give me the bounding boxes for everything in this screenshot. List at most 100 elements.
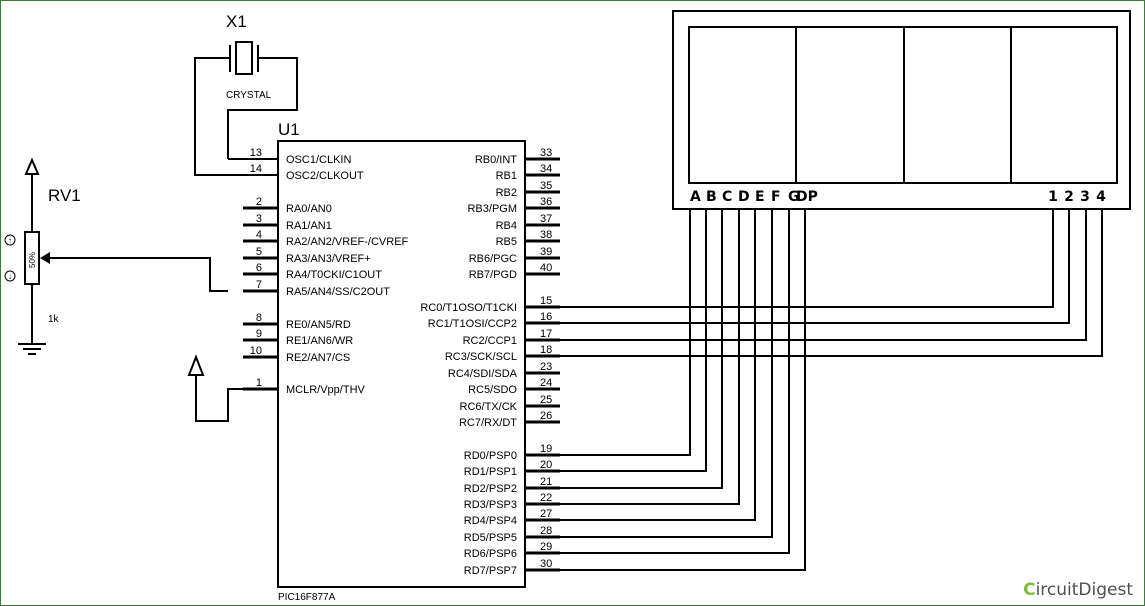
pin-label: RC4/SDI/SDA bbox=[448, 368, 518, 380]
pin-label: RA0/AN0 bbox=[286, 203, 332, 215]
segment-label: C bbox=[722, 189, 732, 205]
mcu-left-pins: 13OSC1/CLKIN14OSC2/CLKOUT2RA0/AN03RA1/AN… bbox=[228, 147, 409, 396]
mcu-body bbox=[277, 140, 526, 588]
circuitdigest-logo: CircuitDigest bbox=[1023, 580, 1133, 600]
pin-number: 1 bbox=[256, 377, 262, 389]
pin-label: RB2 bbox=[496, 187, 517, 199]
pin-number: 28 bbox=[540, 525, 552, 537]
crystal-value: CRYSTAL bbox=[226, 90, 272, 101]
pin-number: 6 bbox=[256, 262, 262, 274]
segment-label: F bbox=[771, 189, 781, 205]
pot-ref: RV1 bbox=[48, 186, 81, 205]
pin-label: OSC1/CLKIN bbox=[286, 154, 351, 166]
pin-label: RC1/T1OSI/CCP2 bbox=[428, 318, 517, 330]
pin-number: 20 bbox=[540, 459, 552, 471]
pin-number: 40 bbox=[540, 262, 552, 274]
segment-label: E bbox=[755, 189, 765, 205]
pin-label: RB3/PGM bbox=[467, 203, 517, 215]
digit-label: 3 bbox=[1080, 189, 1090, 205]
mcu-right-pins: 33RB0/INT34RB135RB236RB3/PGM37RB438RB539… bbox=[420, 147, 560, 577]
pin-label: RD3/PSP3 bbox=[464, 499, 517, 511]
pin-label: RD7/PSP7 bbox=[464, 565, 517, 577]
pin-number: 10 bbox=[250, 345, 262, 357]
pin-number: 25 bbox=[540, 394, 552, 406]
segment-label: A bbox=[690, 189, 701, 205]
pin-number: 39 bbox=[540, 246, 552, 258]
pin-label: RD6/PSP6 bbox=[464, 548, 517, 560]
pin-label: RA5/AN4/SS/C2OUT bbox=[286, 286, 390, 298]
segment-label: B bbox=[706, 189, 717, 205]
pin-label: RD0/PSP0 bbox=[464, 450, 517, 462]
pin-number: 2 bbox=[256, 196, 262, 208]
pin-number: 17 bbox=[540, 328, 552, 340]
pin-label: RD5/PSP5 bbox=[464, 532, 517, 544]
pin-number: 16 bbox=[540, 311, 552, 323]
digit-label: 4 bbox=[1096, 189, 1106, 205]
pin-number: 7 bbox=[256, 279, 262, 291]
segment-label: D bbox=[738, 189, 750, 205]
pin-label: RB4 bbox=[496, 220, 517, 232]
pin-label: RD4/PSP4 bbox=[464, 515, 517, 527]
segment-label: G bbox=[788, 189, 800, 205]
pin-label: RE0/AN5/RD bbox=[286, 319, 351, 331]
pin-number: 34 bbox=[540, 163, 552, 175]
decrease-icon bbox=[4, 270, 16, 282]
pin-label: RB0/INT bbox=[475, 154, 517, 166]
pin-label: RD2/PSP2 bbox=[464, 483, 517, 495]
pin-label: MCLR/Vpp/THV bbox=[286, 384, 366, 396]
pin-label: OSC2/CLKOUT bbox=[286, 170, 364, 182]
pin-number: 21 bbox=[540, 476, 552, 488]
mclr-power-arrow-icon bbox=[187, 354, 205, 376]
pin-label: RA2/AN2/VREF-/CVREF bbox=[286, 236, 409, 248]
pin-number: 9 bbox=[256, 328, 262, 340]
pin-number: 27 bbox=[540, 508, 552, 520]
pin-label: RE2/AN7/CS bbox=[286, 352, 350, 364]
down-arrow-icon: ↓ bbox=[8, 272, 12, 281]
pin-number: 33 bbox=[540, 147, 552, 159]
pin-number: 36 bbox=[540, 196, 552, 208]
pin-number: 22 bbox=[540, 492, 552, 504]
pin-number: 38 bbox=[540, 229, 552, 241]
pin-number: 4 bbox=[256, 229, 262, 241]
pin-label: RB7/PGD bbox=[469, 269, 517, 281]
crystal: X1 CRYSTAL bbox=[226, 12, 272, 101]
pin-number: 35 bbox=[540, 180, 552, 192]
pin-number: 8 bbox=[256, 312, 262, 324]
pin-label: RC3/SCK/SCL bbox=[445, 351, 517, 363]
pin-label: RD1/PSP1 bbox=[464, 466, 517, 478]
pin-number: 30 bbox=[540, 558, 552, 570]
pin-label: RE1/AN6/WR bbox=[286, 335, 353, 347]
pin-number: 19 bbox=[540, 443, 552, 455]
digit-label: 2 bbox=[1064, 189, 1074, 205]
pot-value: 1k bbox=[48, 314, 60, 325]
pin-number: 15 bbox=[540, 295, 552, 307]
segment-label: DP bbox=[796, 189, 818, 205]
pin-number: 5 bbox=[256, 246, 262, 258]
pin-label: RB6/PGC bbox=[469, 253, 517, 265]
pin-number: 3 bbox=[256, 213, 262, 225]
pin-number: 23 bbox=[540, 361, 552, 373]
pin-number: 24 bbox=[540, 377, 552, 389]
pin-label: RC2/CCP1 bbox=[463, 335, 517, 347]
pin-number: 37 bbox=[540, 213, 552, 225]
pin-label: RA3/AN3/VREF+ bbox=[286, 253, 371, 265]
up-arrow-icon: ↑ bbox=[8, 236, 12, 245]
pin-label: RC7/RX/DT bbox=[459, 417, 517, 429]
pin-number: 29 bbox=[540, 541, 552, 553]
pin-label: RC6/TX/CK bbox=[460, 401, 518, 413]
increase-icon bbox=[4, 234, 16, 246]
pin-label: RC5/SDO bbox=[468, 384, 517, 396]
crystal-ref: X1 bbox=[226, 12, 247, 31]
digit-label: 1 bbox=[1048, 189, 1058, 205]
pin-label: RA4/T0CKI/C1OUT bbox=[286, 269, 382, 281]
pin-number: 14 bbox=[250, 163, 262, 175]
potentiometer: ↑ ↓ RV1 1k 50% bbox=[4, 157, 81, 355]
pin-number: 26 bbox=[540, 410, 552, 422]
mcu-ref: U1 bbox=[278, 120, 300, 139]
pin-label: RB5 bbox=[496, 236, 517, 248]
pot-wiper: 50% bbox=[28, 252, 37, 268]
